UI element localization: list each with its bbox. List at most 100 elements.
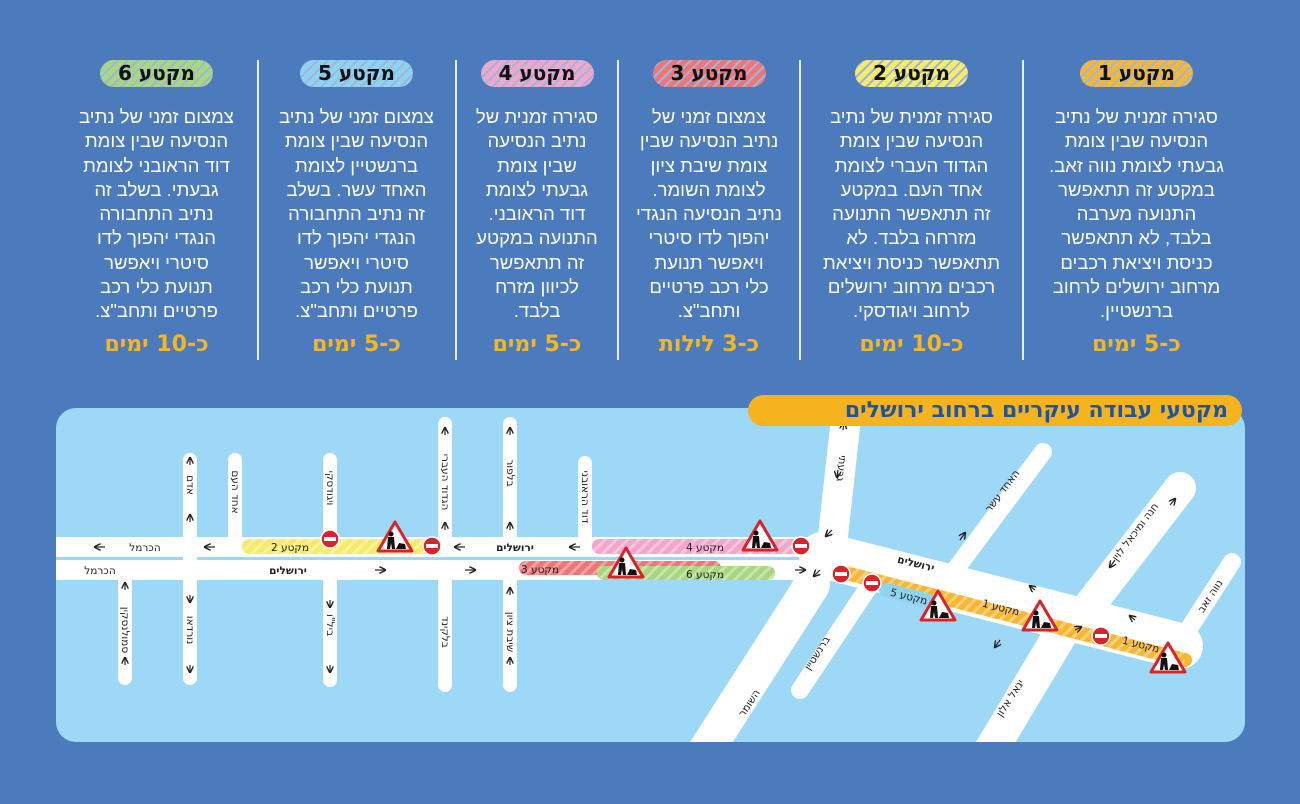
description-line: בלבד. bbox=[513, 300, 561, 322]
description-line: מזרחה בלבד. לא bbox=[846, 227, 977, 249]
segment-badge: מקטע 1 bbox=[1080, 60, 1193, 87]
street-label: בלפור bbox=[504, 459, 516, 486]
description-line: ויאפשר תנועת bbox=[654, 251, 764, 273]
segment-badge: מקטע 3 bbox=[652, 60, 766, 87]
description-line: יהפוך לדו סיטרי bbox=[648, 227, 770, 249]
description-line: צמצום זמני של bbox=[651, 106, 767, 127]
description-line: דוד הראובני. bbox=[488, 203, 586, 225]
arrow-icon bbox=[1075, 627, 1081, 630]
description-line: ברנשטיין. bbox=[1100, 300, 1173, 322]
street-label: אדם bbox=[184, 475, 196, 495]
arrow-icon bbox=[1170, 499, 1175, 505]
arrow-icon bbox=[995, 639, 1000, 647]
description-line: התנועה במקטע bbox=[476, 227, 598, 249]
column-divider bbox=[257, 60, 259, 360]
segment-duration: כ-5 ימים bbox=[1092, 332, 1181, 357]
description-line: נתיב התחבורה bbox=[99, 203, 214, 225]
street-label-jerusalem: ירושלים bbox=[269, 565, 307, 577]
description-line: צומת שיבת ציון bbox=[650, 154, 768, 176]
description-line: גבעתי לצומת bbox=[485, 178, 589, 200]
traffic-arrows bbox=[95, 423, 1175, 672]
segment-badge: מקטע 2 bbox=[855, 60, 968, 87]
description-line: התנועה מערבה bbox=[1076, 203, 1197, 225]
street-label-karmel: הכרמל bbox=[129, 542, 160, 554]
segment-column-5: מקטע 5 צמצום זמני של נתיב הנסיעה שבין צומת… bbox=[258, 58, 455, 363]
segment-label-4: מקטע 4 bbox=[686, 542, 724, 554]
description-line: כניסת ויציאת רכבים bbox=[1060, 251, 1213, 273]
segment-label-3: מקטע 3 bbox=[521, 564, 559, 576]
street-label-karmel: הכרמל bbox=[84, 565, 115, 577]
segment-badge: מקטע 4 bbox=[480, 60, 594, 87]
description-line: צמצום זמני של נתיב bbox=[79, 106, 234, 127]
description-line: במקטע זה תתאפשר bbox=[1058, 178, 1215, 200]
segment-duration: כ-5 ימים bbox=[492, 332, 582, 357]
description-line: נתיב הנסיעה שבין bbox=[639, 130, 779, 152]
street-label: סמולנסקין bbox=[119, 607, 131, 654]
description-line: ברנשטיין לצומת bbox=[294, 154, 419, 176]
segment-duration: כ-3 לילות bbox=[658, 332, 760, 357]
description-line: הנסיעה שבין צומת bbox=[284, 130, 429, 152]
segment-badge: מקטע 6 bbox=[100, 60, 213, 87]
street-label: ויגודסקי bbox=[324, 471, 336, 506]
column-divider bbox=[617, 60, 619, 360]
street-label: שיבת ציון bbox=[504, 612, 516, 652]
no-entry-icon bbox=[791, 536, 811, 556]
street-label: בלקינד bbox=[439, 616, 451, 648]
segment-duration: כ-10 ימים bbox=[104, 332, 209, 357]
no-entry-icon bbox=[320, 529, 340, 549]
no-entry-icon bbox=[862, 573, 882, 593]
description-line: צמצום זמני של נתיב bbox=[279, 106, 434, 127]
arrow-icon bbox=[960, 533, 965, 541]
description-line: גבעתי. בשלב זה bbox=[94, 178, 219, 200]
description-line: ותחב"צ. bbox=[677, 300, 741, 322]
description-line: פרטיים ותחב"צ. bbox=[295, 300, 418, 322]
street-label: דוד הראובני bbox=[579, 471, 591, 524]
description-line: הנגדי יהפוך לדו bbox=[96, 227, 217, 249]
description-line: לכיוון מזרח bbox=[495, 276, 579, 298]
description-line: אחד העם. במקטע bbox=[840, 178, 983, 200]
street-label: הגדוד העברי bbox=[439, 454, 451, 511]
description-line: הנגדי יהפוך לדו bbox=[296, 227, 417, 249]
description-line: לרחוב ויגודסקי. bbox=[853, 300, 970, 322]
description-line: נתיב הנסיעה הנגדי bbox=[636, 203, 782, 225]
description-line: הנסיעה שבין צומת bbox=[1064, 130, 1209, 152]
description-line: בלבד, לא תתאפשר bbox=[1061, 227, 1212, 249]
map-title: מקטעי עבודה עיקריים ברחוב ירושלים bbox=[748, 395, 1242, 426]
street-label: אחד העם bbox=[229, 470, 241, 513]
description-line: דוד הראובני לצומת bbox=[83, 154, 230, 176]
description-line: סגירה זמנית של bbox=[475, 106, 599, 127]
segment-column-1: מקטע 1 סגירה זמנית של נתיב הנסיעה שבין צומ… bbox=[1023, 58, 1250, 363]
description-line: סגירה זמנית של נתיב bbox=[1055, 106, 1218, 127]
description-line: הגדוד העברי לצומת bbox=[834, 154, 989, 176]
street-label: נורדאו bbox=[184, 616, 196, 645]
description-line: שבין צומת bbox=[497, 154, 577, 176]
description-line: רכבים מרחוב ירושלים bbox=[827, 276, 996, 298]
description-line: פרטיים ותחב"צ. bbox=[95, 300, 218, 322]
description-line: תנועת כלי רכב bbox=[300, 276, 413, 298]
segment-badge: מקטע 5 bbox=[300, 60, 413, 87]
segment-label-6: מקטע 6 bbox=[686, 569, 724, 581]
arrow-icon bbox=[1130, 616, 1135, 620]
description-line: הנסיעה שבין צומת bbox=[839, 130, 984, 152]
description-line: סיטרי ויאפשר bbox=[304, 251, 409, 273]
column-divider bbox=[455, 60, 457, 360]
no-entry-icon bbox=[1091, 626, 1111, 646]
description-line: האחד עשר. בשלב bbox=[286, 178, 427, 200]
street-label-jerusalem: ירושלים bbox=[496, 542, 534, 554]
description-line: זה נתיב התחבורה bbox=[288, 203, 425, 225]
description-line: סיטרי ויאפשר bbox=[104, 251, 209, 273]
description-line: נתיב הנסיעה bbox=[487, 130, 587, 152]
column-divider bbox=[1022, 60, 1024, 360]
description-line: תנועת כלי רכב bbox=[100, 276, 213, 298]
